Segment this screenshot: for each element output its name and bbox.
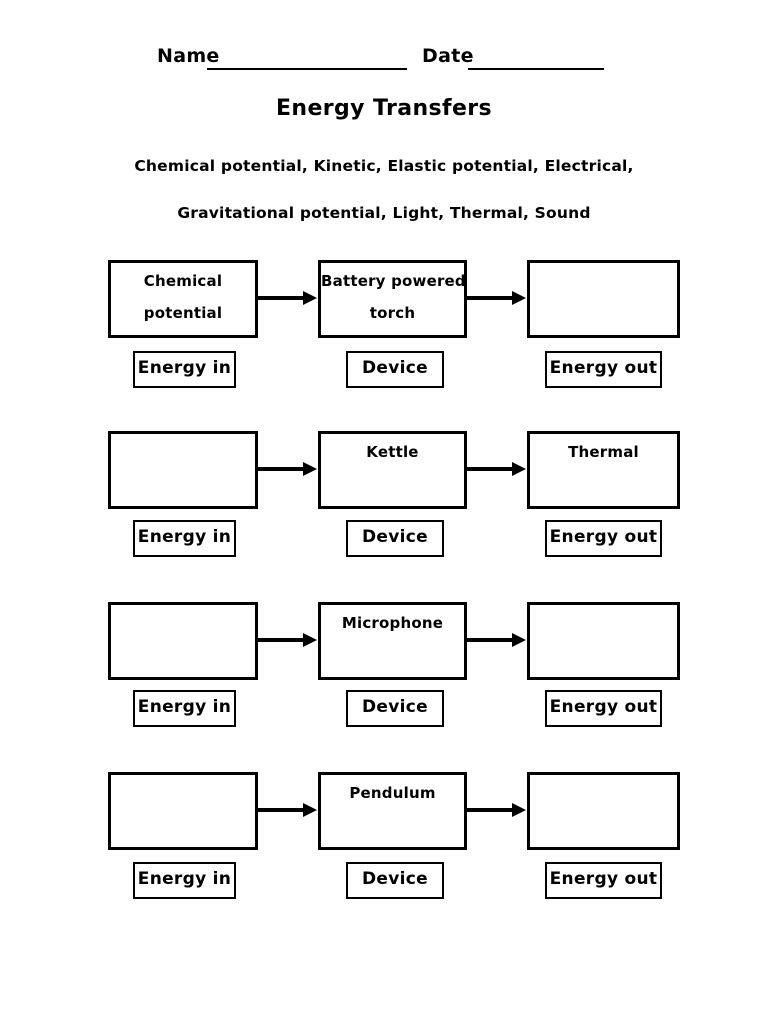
energy-in-label-box: Energy in [133,351,236,388]
arrow-right-icon [466,803,526,817]
name-field[interactable] [207,47,407,70]
word-bank-line-2: Gravitational potential, Light, Thermal,… [177,204,591,222]
device-box: Battery powered torch [318,260,467,338]
page-title: Energy Transfers [275,96,493,121]
energy-out-label-box: Energy out [545,351,662,388]
energy-out-box[interactable] [527,602,680,680]
box-text-line: potential [143,304,223,322]
energy-in-label-box: Energy in [133,520,236,557]
device-box: Microphone [318,602,467,680]
energy-out-box: Thermal [527,431,680,509]
energy-in-box[interactable] [108,431,258,509]
energy-out-box[interactable] [527,260,680,338]
arrow-right-icon [466,462,526,476]
energy-in-box: Chemical potential [108,260,258,338]
date-field[interactable] [468,47,604,70]
energy-in-box[interactable] [108,772,258,850]
arrow-right-icon [257,633,317,647]
device-box: Kettle [318,431,467,509]
device-label-box: Device [346,351,444,388]
device-box: Pendulum [318,772,467,850]
energy-in-label-box: Energy in [133,862,236,899]
arrow-right-icon [257,462,317,476]
word-bank-line-1: Chemical potential, Kinetic, Elastic pot… [134,157,634,175]
energy-out-label-box: Energy out [545,520,662,557]
arrow-right-icon [466,633,526,647]
box-text-line: torch [369,304,416,322]
energy-out-box[interactable] [527,772,680,850]
name-label: Name [157,45,220,67]
energy-out-label-box: Energy out [545,690,662,727]
box-text-line: Thermal [568,443,639,461]
device-label-box: Device [346,862,444,899]
box-text-line: Microphone [341,614,444,632]
box-text-line: Kettle [366,443,419,461]
box-text-line: Pendulum [349,784,436,802]
energy-in-label-box: Energy in [133,690,236,727]
box-text-line: Chemical [143,272,223,290]
device-label-box: Device [346,520,444,557]
date-label: Date [422,45,474,67]
arrow-right-icon [257,803,317,817]
arrow-right-icon [257,291,317,305]
energy-in-box[interactable] [108,602,258,680]
energy-out-label-box: Energy out [545,862,662,899]
box-text-line: Battery powered [321,272,466,290]
arrow-right-icon [466,291,526,305]
device-label-box: Device [346,690,444,727]
